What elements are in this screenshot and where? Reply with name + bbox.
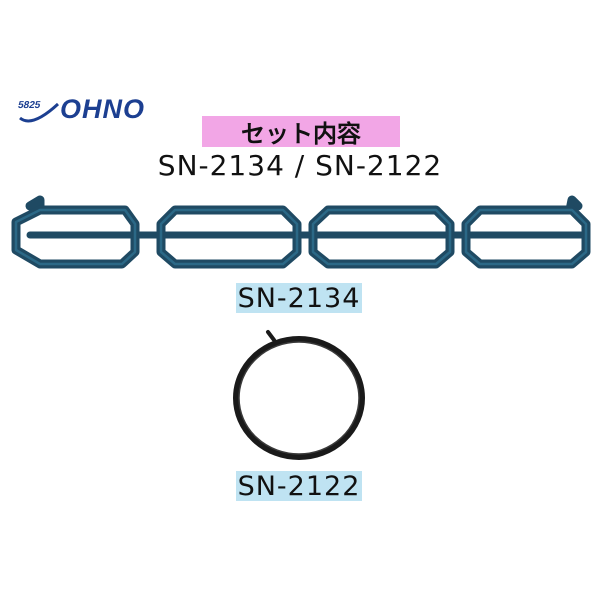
- logo-swoosh-icon: [19, 102, 60, 123]
- part-numbers-subtitle: SN-2134 / SN-2122: [157, 149, 443, 182]
- logo-brand: OHNO: [60, 94, 145, 124]
- ohno-logo: 5825 OHNO: [17, 94, 158, 126]
- part-label-sn-2134: SN-2134: [236, 282, 362, 314]
- part-label-sn-2122: SN-2122: [236, 470, 362, 502]
- set-contents-title: セット内容: [202, 116, 400, 148]
- set-contents-title-text: セット内容: [241, 120, 361, 148]
